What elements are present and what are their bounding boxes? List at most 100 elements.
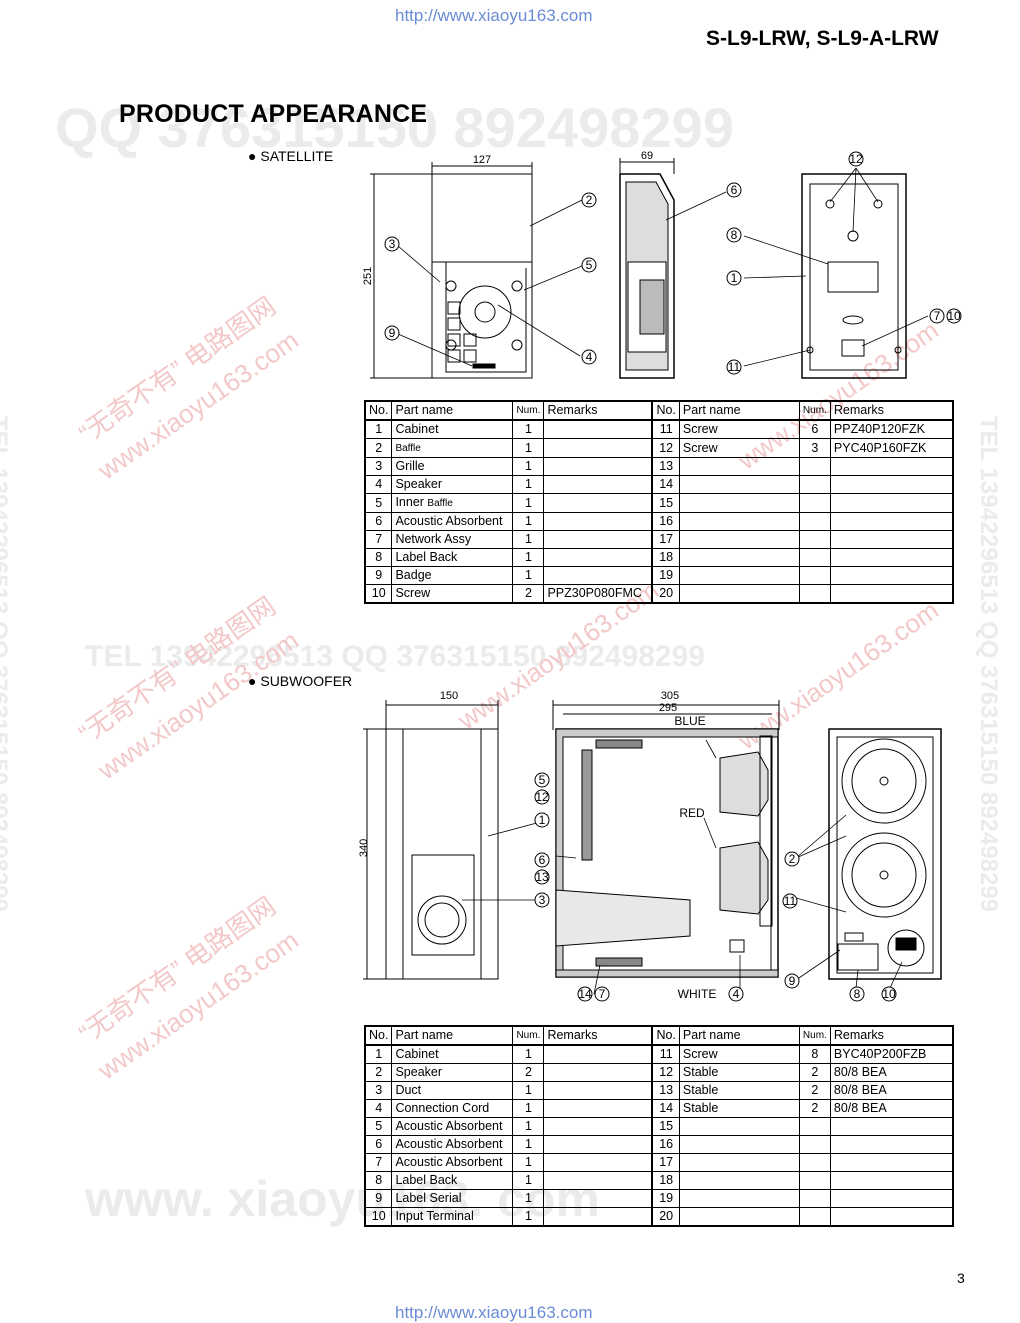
satellite-section-label: ● SATELLITE <box>248 148 334 164</box>
svg-text:3: 3 <box>539 893 546 907</box>
cell-num <box>798 530 831 549</box>
cell-num: 8 <box>798 1044 831 1064</box>
svg-text:69: 69 <box>641 150 653 162</box>
cell-part-name: Speaker <box>391 1063 514 1082</box>
cell-no: 8 <box>364 1171 393 1190</box>
cell-num: 2 <box>798 1099 831 1118</box>
subwoofer-input-terminal <box>887 929 925 967</box>
cell-num <box>798 1117 831 1136</box>
svg-text:2: 2 <box>789 852 796 866</box>
cell-part-name: Connection Cord <box>391 1099 514 1118</box>
cell-remarks <box>543 493 653 513</box>
cell-num: 1 <box>512 438 545 458</box>
header-no: No. <box>651 400 680 421</box>
cell-remarks: PPZ30P080FMC <box>543 584 653 604</box>
cell-no: 18 <box>651 1171 680 1190</box>
cell-remarks <box>543 1189 653 1208</box>
svg-text:1: 1 <box>731 271 738 285</box>
svg-text:251: 251 <box>362 267 374 285</box>
svg-text:RED: RED <box>679 806 705 820</box>
cell-num <box>798 512 831 531</box>
cell-remarks <box>543 1135 653 1154</box>
subwoofer-drawing: 150 305 295 340 BLUE RED WHITE 5 12 1 6 … <box>358 690 942 1002</box>
header-remarks: Remarks <box>543 400 653 421</box>
cell-part-name <box>678 1171 800 1190</box>
header-remarks: Remarks <box>829 400 954 421</box>
cell-part-name <box>678 493 800 513</box>
cell-remarks: BYC40P200FZB <box>829 1044 954 1064</box>
cell-num: 2 <box>798 1081 831 1100</box>
cell-no: 19 <box>651 1189 680 1208</box>
cell-remarks <box>543 566 653 585</box>
bottom-url-link[interactable]: http://www.xiaoyu163.com <box>395 1303 593 1322</box>
cell-remarks <box>543 1081 653 1100</box>
cell-num <box>798 493 831 513</box>
subwoofer-panel-body <box>828 728 942 980</box>
cell-remarks <box>543 1153 653 1172</box>
cell-part-name: Stable <box>678 1081 800 1100</box>
cell-no: 14 <box>651 1099 680 1118</box>
cell-part-name <box>678 1153 800 1172</box>
cell-no: 13 <box>651 1081 680 1100</box>
header-num: Num. <box>798 400 831 421</box>
cell-part-name: Screw <box>678 419 800 439</box>
cell-remarks <box>829 475 954 494</box>
cell-no: 2 <box>364 438 393 458</box>
cell-part-name <box>678 1189 800 1208</box>
cell-remarks <box>829 530 954 549</box>
cell-part-name: Label Back <box>391 1171 514 1190</box>
cell-remarks <box>829 512 954 531</box>
top-url-link[interactable]: http://www.xiaoyu163.com <box>395 6 593 25</box>
svg-text:6: 6 <box>731 183 738 197</box>
cell-num: 1 <box>512 1135 545 1154</box>
svg-text:9: 9 <box>789 974 796 988</box>
cell-num: 1 <box>512 1189 545 1208</box>
cell-num <box>798 1207 831 1227</box>
header-part-name: Part name <box>391 1025 514 1046</box>
header-num: Num. <box>512 1025 545 1046</box>
cell-part-name <box>678 530 800 549</box>
svg-text:5: 5 <box>586 258 593 272</box>
cell-no: 13 <box>651 457 680 476</box>
cell-no: 4 <box>364 1099 393 1118</box>
cell-num: 2 <box>512 1063 545 1082</box>
svg-text:WHITE: WHITE <box>678 987 717 1001</box>
table-header-row: No. Part name Num. Remarks No. Part name… <box>364 400 954 421</box>
cell-part-name: Stable <box>678 1063 800 1082</box>
cell-part-name: Screw <box>391 584 514 604</box>
cell-remarks <box>829 548 954 567</box>
cell-remarks: 80/8 BEA <box>829 1099 954 1118</box>
svg-text:150: 150 <box>440 690 458 702</box>
header-no: No. <box>364 1025 393 1046</box>
subwoofer-parts-table: No. Part name Num. Remarks No. Part name… <box>364 1025 954 1227</box>
cell-remarks <box>543 1044 653 1064</box>
cell-num: 1 <box>512 493 545 513</box>
cell-no: 10 <box>364 1207 393 1227</box>
cell-num <box>798 584 831 604</box>
cell-no: 20 <box>651 584 680 604</box>
cell-remarks: PPZ40P120FZK <box>829 419 954 439</box>
svg-text:12: 12 <box>849 152 863 166</box>
cell-part-name <box>678 548 800 567</box>
cell-part-name: Stable <box>678 1099 800 1118</box>
cell-remarks <box>543 457 653 476</box>
cell-num <box>798 548 831 567</box>
cell-part-name: Cabinet <box>391 1044 514 1064</box>
table-header-row: No. Part name Num. Remarks No. Part name… <box>364 1025 954 1046</box>
page-title: PRODUCT APPEARANCE <box>119 100 428 128</box>
satellite-callouts: 2 5 3 9 4 6 8 1 11 12 7 10 <box>384 151 962 375</box>
cell-num: 2 <box>798 1063 831 1082</box>
cell-no: 6 <box>364 512 393 531</box>
svg-text:305: 305 <box>661 690 679 702</box>
cell-num: 1 <box>512 1099 545 1118</box>
cell-part-name <box>678 566 800 585</box>
cell-remarks <box>543 438 653 458</box>
